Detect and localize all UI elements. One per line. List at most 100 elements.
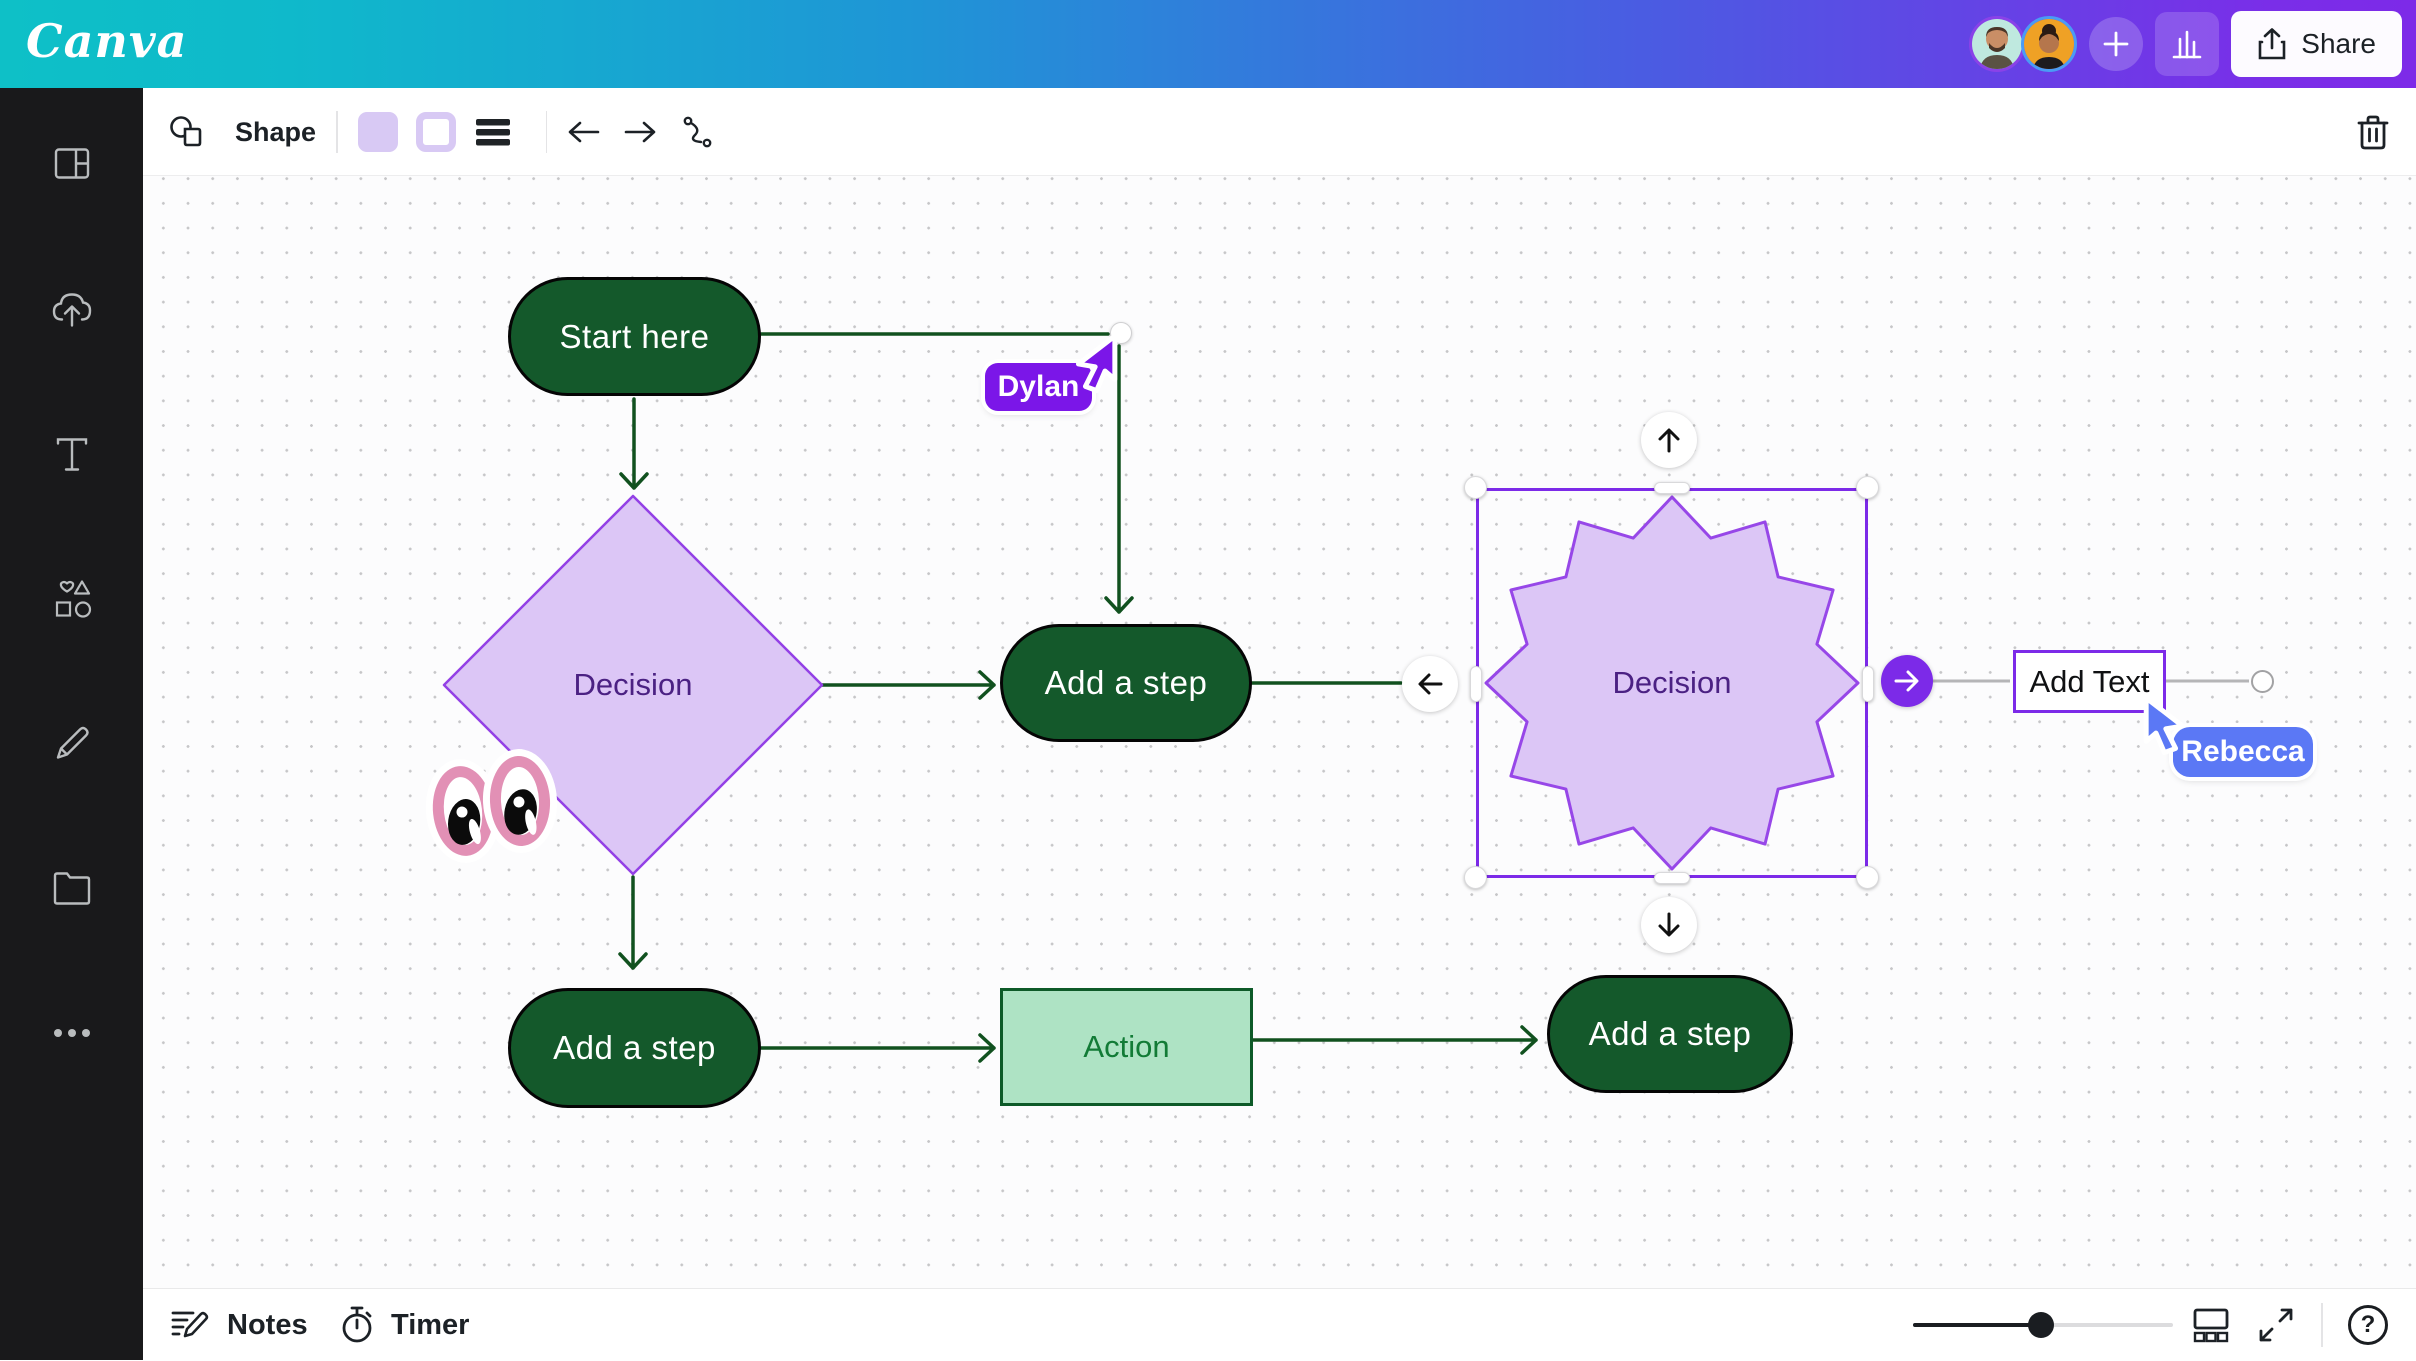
node-action[interactable]: Action xyxy=(1000,988,1253,1106)
zoom-slider-track[interactable] xyxy=(1913,1312,2173,1338)
notes-label: Notes xyxy=(227,1308,308,1341)
node-add-step-bottom-right-label: Add a step xyxy=(1588,1015,1752,1052)
selection-handle-top-left[interactable] xyxy=(1464,476,1487,499)
avatar-woman-image xyxy=(2024,19,2075,69)
insights-button[interactable] xyxy=(2155,12,2220,76)
sidebar-item-elements[interactable] xyxy=(51,579,93,626)
glint xyxy=(455,805,469,819)
delete-button[interactable] xyxy=(2356,88,2390,176)
add-collaborator-button[interactable] xyxy=(2089,17,2144,71)
pages-icon xyxy=(2193,1308,2229,1343)
selection-handle-bottom[interactable] xyxy=(1654,872,1690,884)
nametag-dylan: Dylan xyxy=(985,363,1092,411)
swap-right-button[interactable] xyxy=(623,120,657,144)
pupil xyxy=(500,786,541,838)
elements-icon xyxy=(55,580,91,618)
uploads-icon xyxy=(52,293,91,327)
nametag-rebecca-label: Rebecca xyxy=(2181,735,2305,768)
selection-handle-bottom-left[interactable] xyxy=(1464,866,1487,889)
design-panel-icon xyxy=(54,148,89,179)
more-icon xyxy=(53,1029,90,1037)
expand-icon xyxy=(2259,1308,2293,1342)
border-weight-icon[interactable] xyxy=(474,117,512,147)
chart-icon xyxy=(2172,30,2202,59)
arrow-right-icon xyxy=(624,121,656,143)
sidebar-item-more[interactable] xyxy=(52,1026,92,1044)
pages-button[interactable] xyxy=(2192,1289,2230,1361)
connector-end-handle[interactable] xyxy=(2251,670,2274,693)
selection-handle-top[interactable] xyxy=(1654,482,1690,494)
timer-icon xyxy=(342,1306,372,1343)
crescent xyxy=(523,808,539,836)
help-button[interactable]: ? xyxy=(2348,1305,2388,1345)
arrow-left-icon xyxy=(1418,673,1443,695)
arrow-left-icon xyxy=(568,121,600,143)
pupil xyxy=(445,796,484,847)
plus-icon xyxy=(2103,31,2129,57)
fullscreen-button[interactable] xyxy=(2258,1289,2294,1361)
top-bar: Canva xyxy=(0,0,2416,88)
sidebar-item-design[interactable] xyxy=(52,144,92,189)
selection-handle-right[interactable] xyxy=(1862,666,1874,702)
avatar-man-image xyxy=(1972,19,2023,69)
node-add-text-label: Add Text xyxy=(2029,663,2150,699)
node-add-step-bottom-right[interactable]: Add a step xyxy=(1547,975,1793,1093)
arrow-up-icon xyxy=(1658,428,1680,453)
zoom-slider-thumb[interactable] xyxy=(2028,1312,2054,1338)
selection-handle-left[interactable] xyxy=(1470,666,1482,702)
notes-button[interactable]: Notes xyxy=(171,1289,308,1361)
googly-eye-left xyxy=(428,763,498,859)
selection-handle-top-right[interactable] xyxy=(1856,476,1879,499)
glint xyxy=(512,795,526,809)
googly-eyes-sticker[interactable] xyxy=(428,754,559,868)
node-add-step-mid[interactable]: Add a step xyxy=(1000,624,1252,742)
add-right-button[interactable] xyxy=(1881,655,1933,707)
arrow-down-icon xyxy=(1658,912,1680,937)
sidebar xyxy=(0,88,143,1360)
swap-left-button[interactable] xyxy=(567,120,601,144)
projects-icon xyxy=(53,872,90,905)
selection-box xyxy=(1476,488,1868,878)
node-start[interactable]: Start here xyxy=(508,277,761,396)
toolbar-divider xyxy=(336,111,338,153)
node-add-step-bottom-left-label: Add a step xyxy=(553,1029,716,1066)
sidebar-item-uploads[interactable] xyxy=(50,290,94,335)
avatar-man[interactable] xyxy=(1969,16,2026,72)
share-icon xyxy=(2258,28,2286,60)
cursor-rebecca xyxy=(2142,695,2198,762)
shape-icon xyxy=(167,114,203,150)
add-left-button[interactable] xyxy=(1402,656,1458,712)
notes-icon xyxy=(171,1311,209,1338)
nametag-dylan-label: Dylan xyxy=(997,370,1080,403)
nametag-rebecca: Rebecca xyxy=(2173,727,2313,777)
connector-tool-button[interactable] xyxy=(681,115,717,149)
add-down-button[interactable] xyxy=(1641,897,1697,953)
shape-tool-label: Shape xyxy=(235,116,317,147)
zoom-slider[interactable] xyxy=(1913,1289,2173,1361)
sidebar-item-text[interactable] xyxy=(54,436,90,479)
selection-handle-bottom-right[interactable] xyxy=(1856,866,1879,889)
context-toolbar: Shape xyxy=(143,88,2416,176)
cursor-dylan xyxy=(1063,333,1119,400)
sidebar-item-draw[interactable] xyxy=(52,724,92,769)
draw-icon xyxy=(56,726,89,759)
toolbar-divider xyxy=(545,111,548,153)
canva-logo[interactable]: Canva xyxy=(26,14,188,68)
help-label: ? xyxy=(2360,1311,2376,1338)
fill-color-swatch[interactable] xyxy=(357,112,398,152)
arrow-right-icon xyxy=(1894,670,1919,692)
node-add-step-bottom-left[interactable]: Add a step xyxy=(508,988,761,1108)
timer-button[interactable]: Timer xyxy=(339,1289,469,1361)
node-add-text[interactable]: Add Text xyxy=(2013,650,2166,713)
avatar-woman[interactable] xyxy=(2021,16,2078,72)
trash-icon xyxy=(2357,115,2389,150)
node-start-label: Start here xyxy=(559,317,710,355)
text-icon xyxy=(56,438,87,471)
timer-label: Timer xyxy=(391,1308,470,1341)
node-add-step-mid-label: Add a step xyxy=(1044,664,1208,701)
zoom-slider-fill xyxy=(1913,1323,2041,1327)
share-button[interactable]: Share xyxy=(2231,11,2402,77)
add-up-button[interactable] xyxy=(1641,412,1697,468)
border-color-swatch[interactable] xyxy=(415,112,456,152)
sidebar-item-projects[interactable] xyxy=(51,870,93,911)
